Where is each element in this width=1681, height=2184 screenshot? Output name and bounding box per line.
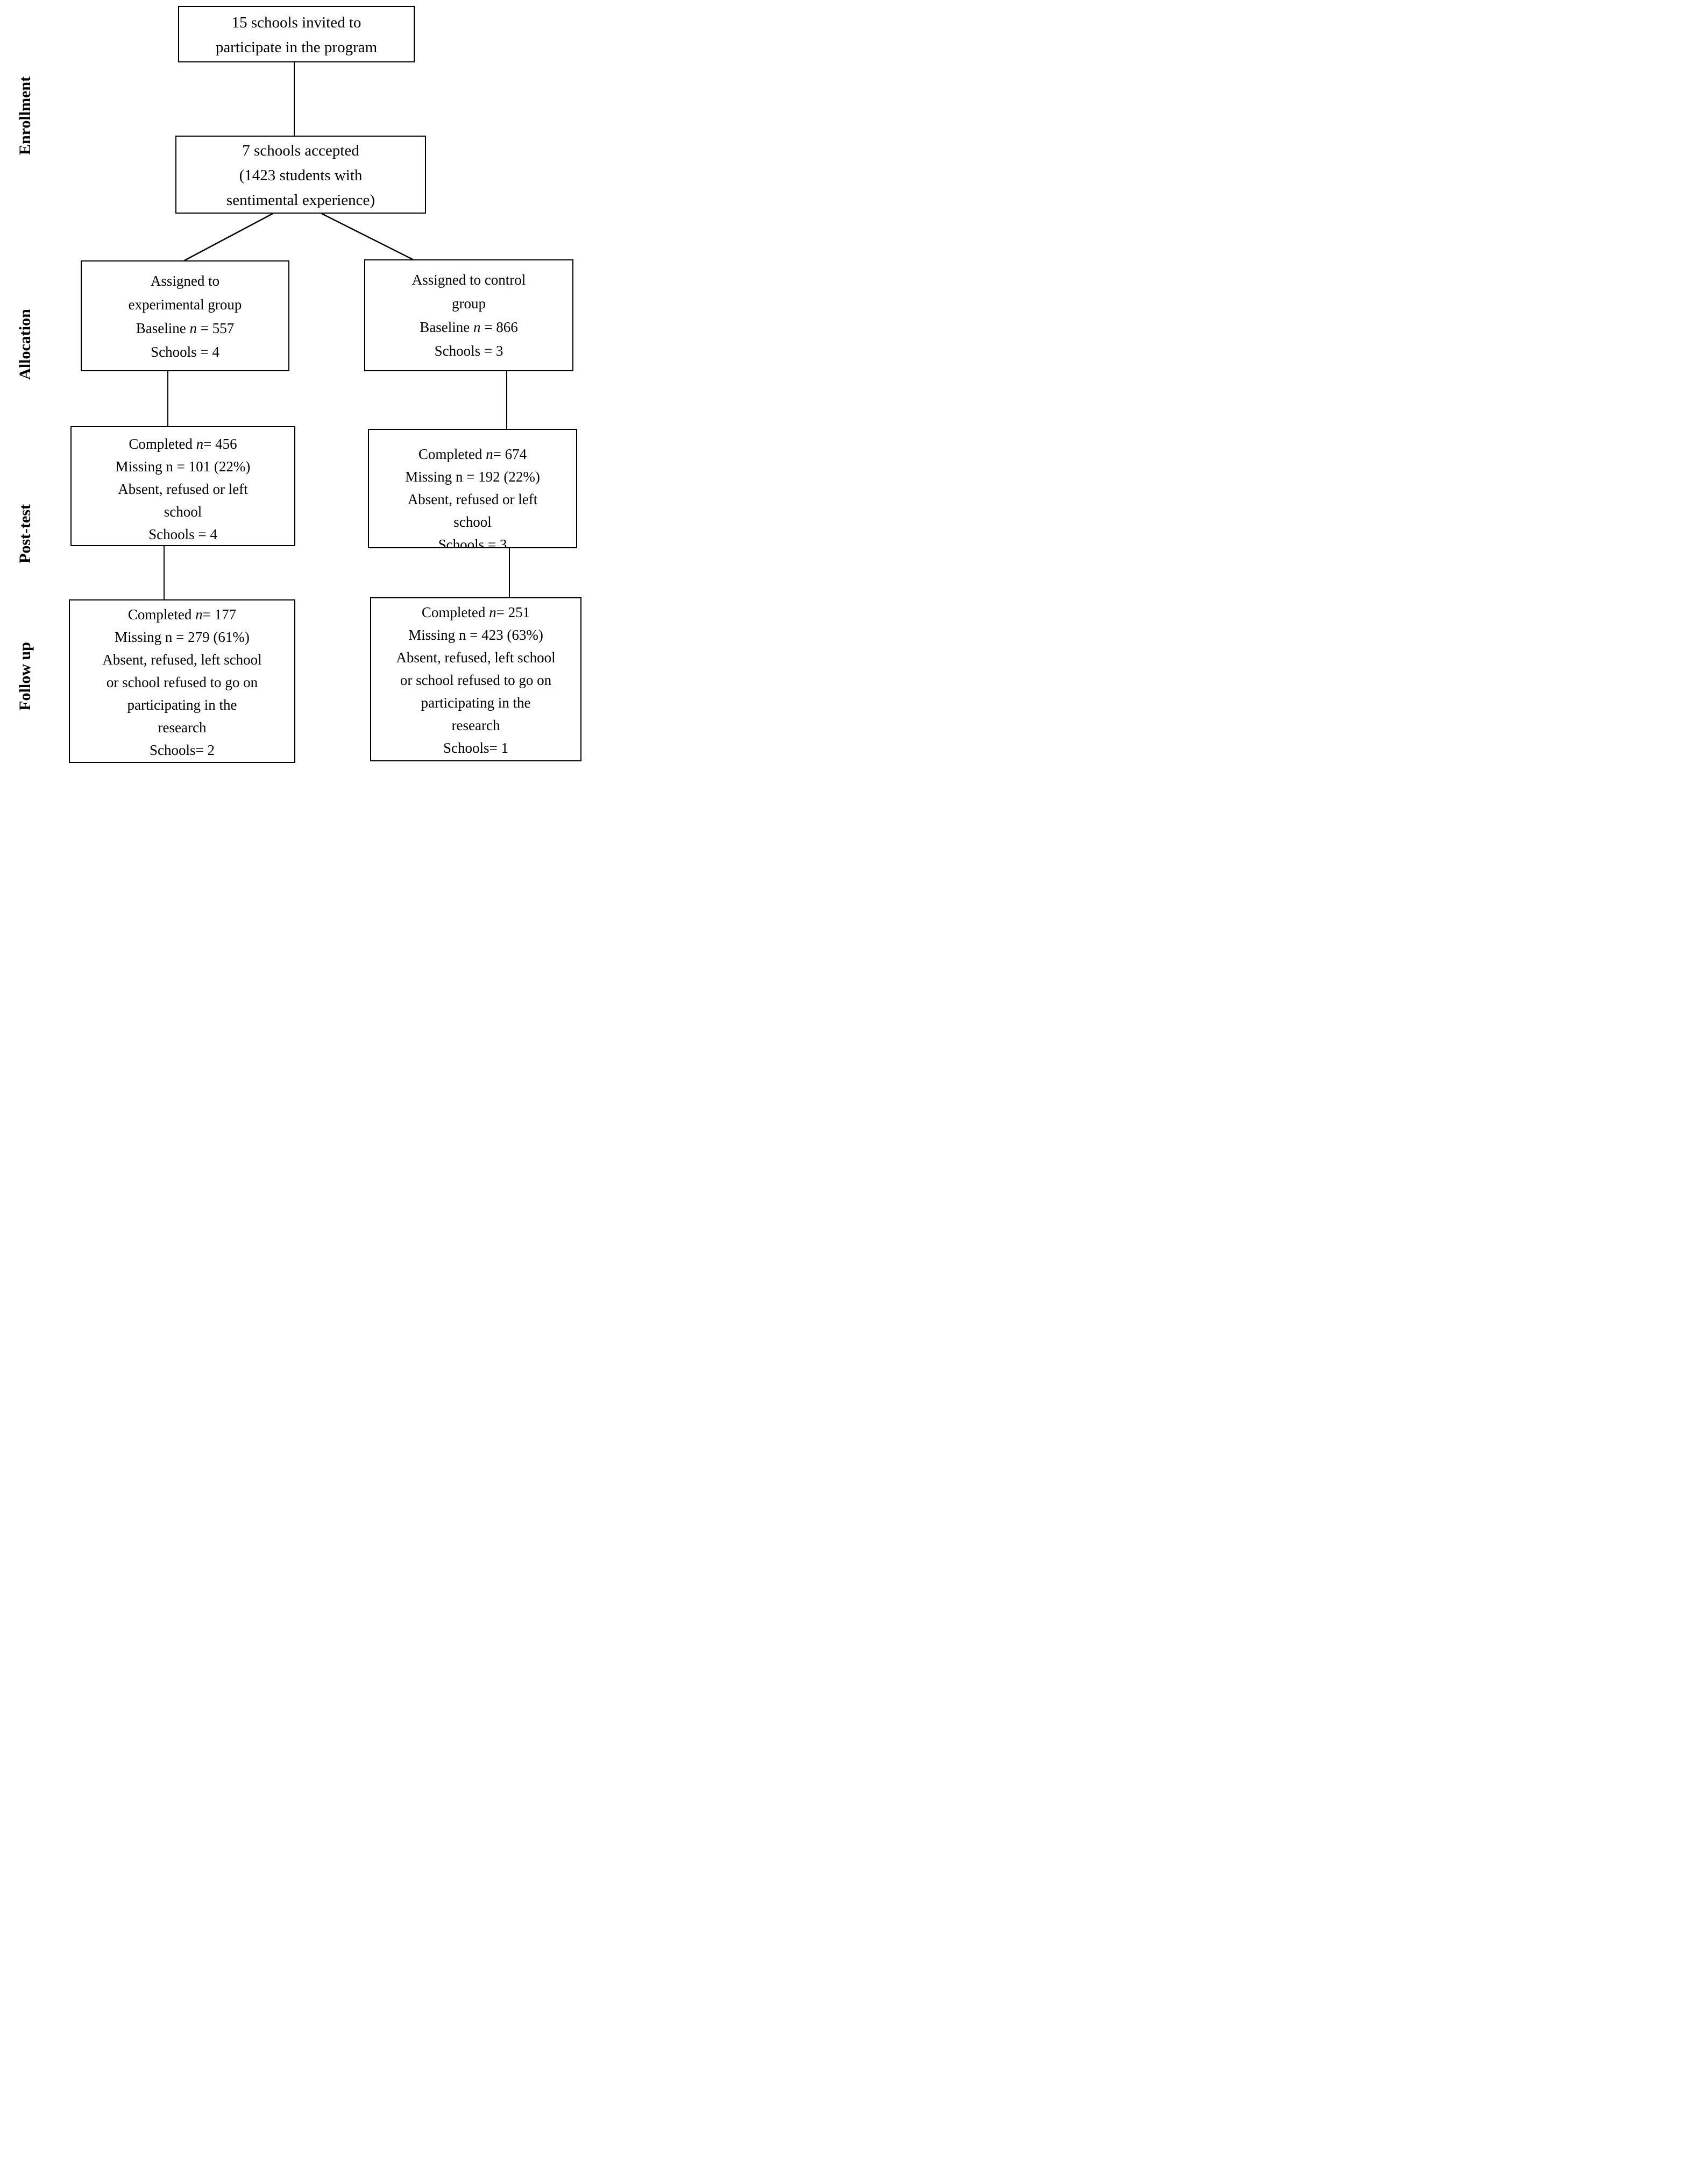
box-text-line: (1423 students with [239, 167, 363, 184]
box-text-line: Missing n = 423 (63%) [408, 627, 543, 643]
box-text-line: Absent, refused or left [407, 491, 538, 507]
connector-invited-to-accepted [294, 62, 295, 136]
box-text-line: participate in the program [215, 39, 378, 56]
box-schools-accepted: 7 schools accepted (1423 students with sen… [175, 136, 426, 214]
stage-label-enrollment: Enrollment [16, 76, 34, 156]
box-text-line: 15 schools invited to [231, 14, 361, 31]
box-text-line: Completed n= 674 [418, 446, 527, 462]
box-text-line: Completed n= 177 [127, 606, 237, 623]
box-text-line: Completed n= 251 [421, 604, 530, 620]
box-text-line: group [452, 295, 486, 312]
box-text-line: Assigned to control [412, 272, 526, 288]
connector-alloc-to-posttest-experimental [167, 371, 168, 426]
box-text-line: Schools = 4 [148, 526, 217, 542]
box-text-line: participating in the [127, 697, 237, 713]
box-text-line: school [453, 514, 492, 530]
box-text-line: Missing n = 279 (61%) [115, 629, 250, 645]
box-text-line: 7 schools accepted [242, 142, 359, 159]
box-text-line: Missing n = 192 (22%) [405, 469, 540, 485]
box-text-line: Absent, refused, left school [102, 652, 262, 668]
connector-posttest-to-followup-control [509, 548, 510, 597]
box-text-line: Completed n= 456 [129, 436, 237, 452]
box-text-line: Schools = 3 [434, 343, 503, 359]
diagonal-connector-to-experimental [184, 213, 273, 261]
box-text-line: Schools= 2 [150, 742, 215, 758]
box-text-line: Absent, refused, left school [396, 649, 556, 666]
box-text-line: Baseline n = 557 [136, 320, 235, 336]
box-text-line: research [158, 719, 207, 736]
connector-posttest-to-followup-experimental [164, 546, 165, 599]
box-schools-invited: 15 schools invited to participate in the … [178, 6, 415, 62]
study-flow-diagram: Enrollment Allocation Post-test Follow u… [0, 0, 592, 769]
box-text-line: or school refused to go on [400, 672, 552, 688]
box-text-line: Missing n = 101 (22%) [115, 458, 251, 475]
box-text-line: Absent, refused or left [118, 481, 248, 497]
box-text-line: Baseline n = 866 [420, 319, 518, 335]
stage-label-follow-up: Follow up [16, 642, 34, 711]
diagonal-connector-to-control [321, 213, 413, 260]
box-text-line: Schools = 4 [151, 344, 219, 360]
box-text-line: Assigned to [150, 273, 220, 289]
connector-alloc-to-posttest-control [506, 371, 507, 429]
box-text-line: sentimental experience) [226, 192, 375, 209]
box-text-line: research [451, 717, 500, 733]
stage-label-post-test: Post-test [16, 504, 34, 563]
box-text-line: participating in the [421, 695, 531, 711]
box-text-line: experimental group [128, 296, 242, 313]
box-text-line: school [164, 504, 202, 520]
box-text-line: or school refused to go on [106, 674, 258, 690]
box-text-line: Schools= 1 [443, 740, 508, 756]
stage-label-allocation: Allocation [16, 309, 34, 380]
box-text-line: Schools = 3 [438, 536, 507, 548]
